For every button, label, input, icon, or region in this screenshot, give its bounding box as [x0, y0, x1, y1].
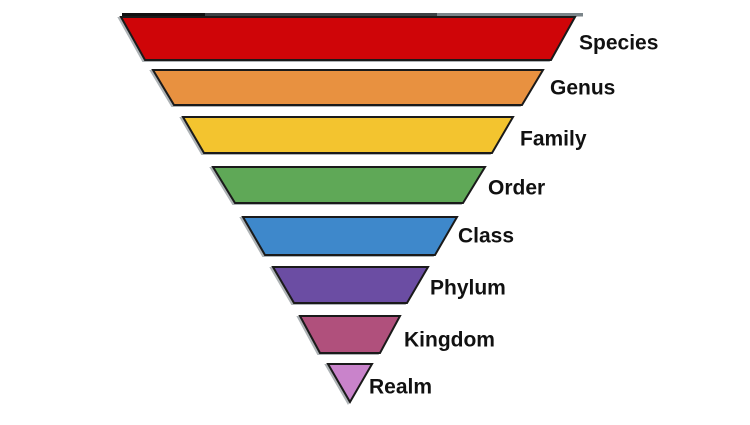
level-shape-species [119, 16, 577, 61]
level-label-class: Class [458, 225, 514, 248]
level-shape-realm [326, 363, 374, 404]
level-shape-class [241, 216, 459, 256]
level-shape-kingdom [298, 315, 402, 354]
level-shape-order [211, 166, 487, 204]
level-label-order: Order [488, 177, 545, 200]
level-shape-family [181, 116, 515, 154]
top-edge-black-segment [122, 13, 205, 17]
level-shape-phylum [271, 266, 430, 304]
top-edge-dark-gray-segment [205, 13, 437, 17]
level-shape-genus [151, 69, 545, 106]
level-label-species: Species [579, 32, 658, 55]
top-edge-light-gray-segment [437, 13, 583, 17]
level-label-kingdom: Kingdom [404, 329, 495, 352]
level-label-phylum: Phylum [430, 277, 506, 300]
level-label-genus: Genus [550, 77, 615, 100]
level-label-realm: Realm [369, 376, 432, 399]
level-label-family: Family [520, 128, 587, 151]
